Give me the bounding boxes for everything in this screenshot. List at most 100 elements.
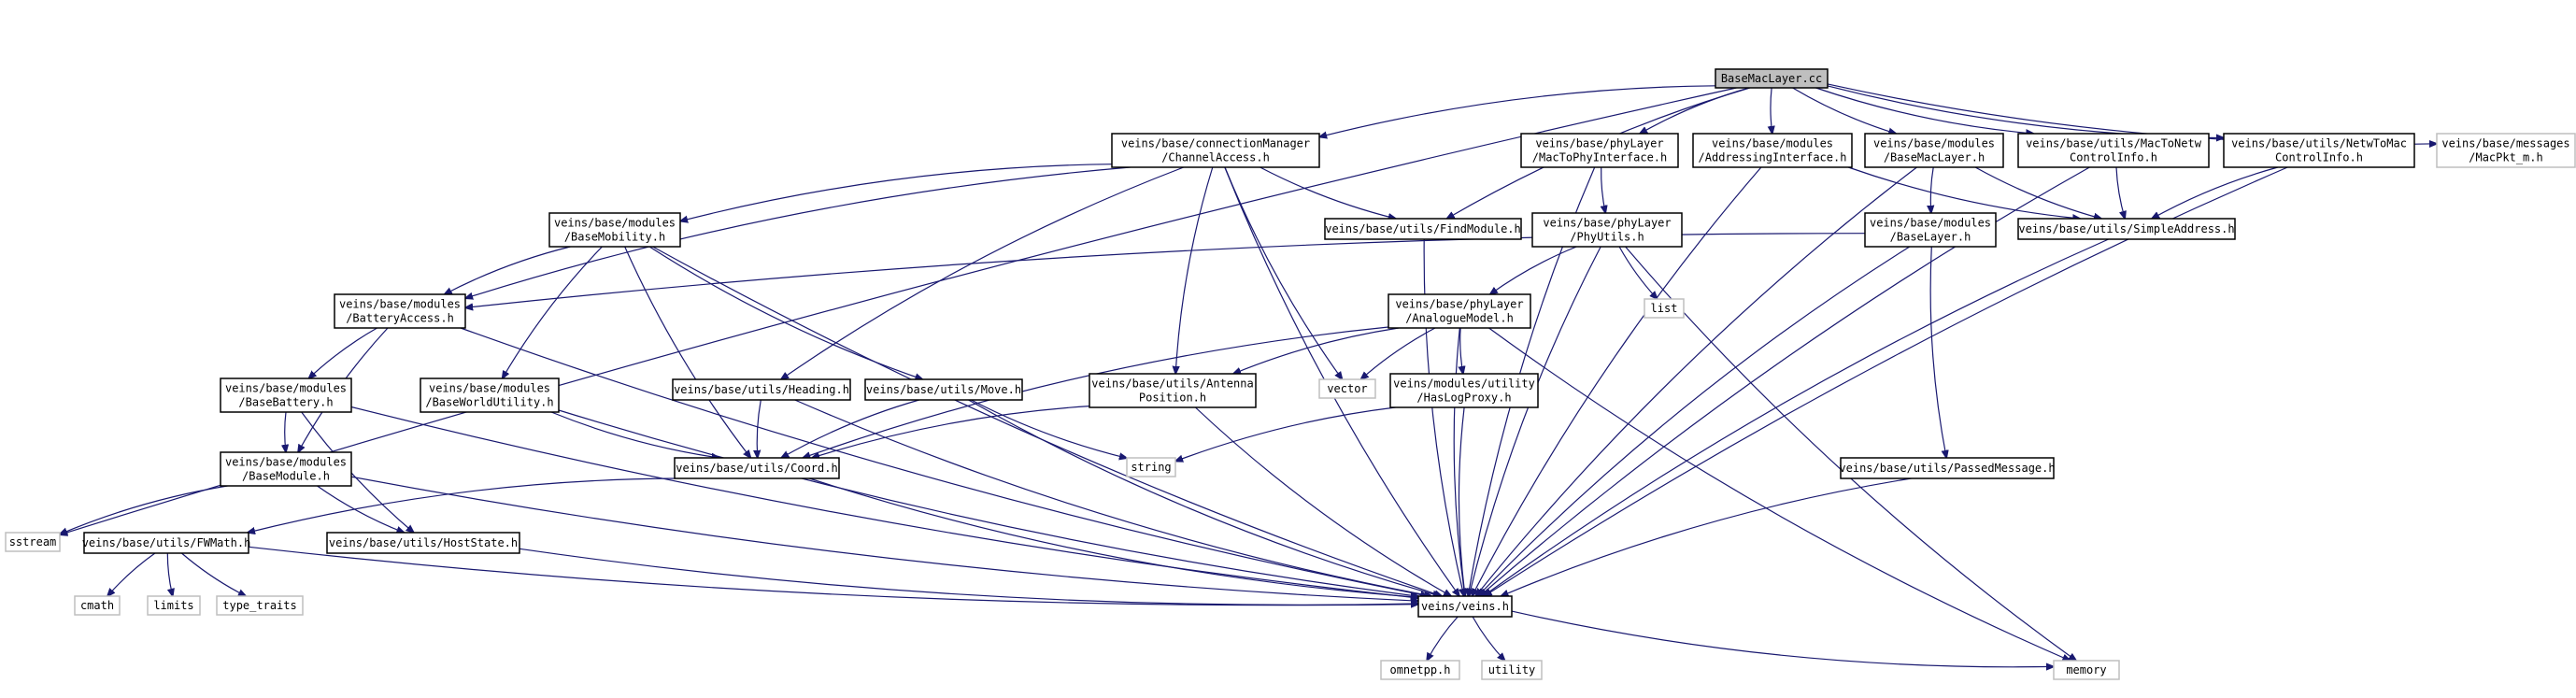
node-box-netwtomac — [2223, 133, 2415, 168]
edge-haslog-to-string — [1175, 406, 1396, 462]
node-label-memory-line-0: memory — [2066, 663, 2106, 677]
node-chanacc[interactable]: veins/base/connectionManager/ChannelAcce… — [1111, 133, 1320, 168]
node-label-hoststate-line-0: veins/base/utils/HostState.h — [329, 536, 518, 549]
node-label-sstream-line-0: sstream — [9, 535, 57, 548]
edge-basemaclayer-to-veins — [1475, 166, 1917, 596]
node-coord[interactable]: veins/base/utils/Coord.h — [674, 457, 840, 479]
node-vector: vector — [1318, 378, 1376, 399]
node-hoststate[interactable]: veins/base/utils/HostState.h — [326, 532, 520, 554]
node-findmod[interactable]: veins/base/utils/FindModule.h — [1324, 218, 1522, 240]
edge-basemaclayer-to-simpleaddr — [1974, 166, 2101, 219]
node-label-battacc-line-1: /BatteryAccess.h — [346, 312, 454, 325]
node-utility: utility — [1481, 660, 1543, 680]
node-list: list — [1644, 298, 1685, 319]
edge-basemodule-to-sstream — [60, 485, 228, 534]
node-box-antenna — [1089, 373, 1257, 408]
node-label-mactophy-line-1: /MacToPhyInterface.h — [1532, 151, 1668, 164]
node-baselayer[interactable]: veins/base/modules/BaseLayer.h — [1864, 212, 1997, 248]
edge-move-to-veins — [968, 399, 1441, 596]
node-memory: memory — [2053, 660, 2120, 680]
node-baseworld[interactable]: veins/base/modules/BaseWorldUtility.h — [420, 377, 560, 413]
node-battacc[interactable]: veins/base/modules/BatteryAccess.h — [334, 293, 466, 329]
edge-fwmath-to-veins — [248, 546, 1418, 605]
node-box-mactonetw — [2017, 133, 2210, 168]
node-label-chanacc-line-1: /ChannelAccess.h — [1161, 151, 1270, 164]
node-label-vector-line-0: vector — [1327, 382, 1367, 395]
edge-root-to-chanacc — [1319, 85, 1716, 137]
node-box-addrif — [1692, 133, 1853, 168]
node-root[interactable]: BaseMacLayer.cc — [1715, 68, 1829, 89]
edge-root-to-addrif — [1771, 87, 1772, 134]
edge-battacc-to-basebattery — [308, 327, 377, 378]
edge-fwmath-to-limits — [167, 552, 173, 596]
node-mactophy[interactable]: veins/base/phyLayer/MacToPhyInterface.h — [1520, 133, 1679, 168]
edge-fwmath-to-typetraits — [181, 552, 246, 596]
node-box-limits — [147, 595, 201, 616]
node-box-list — [1644, 298, 1685, 319]
edge-phyutils-to-memory — [1625, 246, 2077, 661]
edge-chanacc-to-basemobility — [680, 164, 1113, 221]
edge-haslog-to-veins — [1458, 406, 1465, 596]
node-box-basemodule — [220, 451, 352, 487]
node-box-basemobility — [548, 212, 681, 248]
node-string: string — [1126, 457, 1176, 477]
node-fwmath[interactable]: veins/base/utils/FWMath.h — [82, 532, 251, 554]
edge-chanacc-to-findmod — [1260, 166, 1396, 219]
node-phyutils[interactable]: veins/base/phyLayer/PhyUtils.h — [1531, 212, 1683, 248]
edge-phyutils-to-veins — [1469, 246, 1601, 596]
node-label-basemobility-line-1: /BaseMobility.h — [564, 231, 665, 244]
node-heading[interactable]: veins/base/utils/Heading.h — [672, 378, 851, 401]
node-label-basemobility-line-0: veins/base/modules — [554, 217, 676, 230]
node-box-basebattery — [220, 377, 352, 413]
node-passedmsg[interactable]: veins/base/utils/PassedMessage.h — [1839, 457, 2056, 479]
node-label-netwtomac-line-1: ControlInfo.h — [2275, 151, 2363, 164]
edge-analogue-to-haslog — [1460, 327, 1463, 374]
node-label-passedmsg-line-0: veins/base/utils/PassedMessage.h — [1839, 462, 2055, 475]
node-basemobility[interactable]: veins/base/modules/BaseMobility.h — [548, 212, 681, 248]
node-label-mactophy-line-0: veins/base/phyLayer — [1535, 137, 1663, 150]
node-label-macpkt-line-0: veins/base/messages — [2441, 137, 2569, 150]
node-label-basemaclayer-line-1: /BaseMacLayer.h — [1884, 151, 1985, 164]
node-label-antenna-line-1: Position.h — [1139, 392, 1206, 405]
edge-basemobility-to-battacc — [445, 246, 571, 294]
node-box-typetraits — [216, 595, 304, 616]
node-label-veins-line-0: veins/veins.h — [1421, 600, 1509, 613]
node-box-findmod — [1324, 218, 1522, 240]
node-label-netwtomac-line-0: veins/base/utils/NetwToMac — [2231, 137, 2407, 150]
node-label-phyutils-line-0: veins/base/phyLayer — [1543, 217, 1671, 230]
node-label-analogue-line-1: /AnalogueModel.h — [1405, 312, 1514, 325]
node-addrif[interactable]: veins/base/modules/AddressingInterface.h — [1692, 133, 1853, 168]
node-basebattery[interactable]: veins/base/modules/BaseBattery.h — [220, 377, 352, 413]
edge-baselayer-to-veins — [1478, 246, 1911, 596]
node-label-phyutils-line-1: /PhyUtils.h — [1570, 231, 1644, 244]
node-box-heading — [672, 378, 851, 401]
node-box-simpleaddr — [2017, 218, 2236, 240]
edge-analogue-to-memory — [1488, 327, 2071, 661]
edge-addrif-to-simpleaddr — [1848, 166, 2080, 219]
node-box-phyutils — [1531, 212, 1683, 248]
node-haslog[interactable]: veins/modules/utility/HasLogProxy.h — [1389, 373, 1539, 408]
edge-phyutils-to-list — [1618, 246, 1658, 299]
node-basemaclayer[interactable]: veins/base/modules/BaseMacLayer.h — [1864, 133, 2004, 168]
node-move[interactable]: veins/base/utils/Move.h — [864, 378, 1023, 401]
node-basemodule[interactable]: veins/base/modules/BaseModule.h — [220, 451, 352, 487]
node-box-battacc — [334, 293, 466, 329]
edge-analogue-to-veins — [1453, 327, 1465, 596]
node-label-haslog-line-1: /HasLogProxy.h — [1416, 392, 1511, 405]
node-label-coord-line-0: veins/base/utils/Coord.h — [676, 462, 837, 475]
node-box-vector — [1318, 378, 1376, 399]
node-analogue[interactable]: veins/base/phyLayer/AnalogueModel.h — [1388, 293, 1531, 329]
node-label-battacc-line-0: veins/base/modules — [339, 298, 461, 311]
edge-veins-to-utility — [1472, 616, 1505, 661]
node-simpleaddr[interactable]: veins/base/utils/SimpleAddress.h — [2017, 218, 2236, 240]
edge-root-to-mactonetw — [1815, 87, 2034, 134]
node-label-simpleaddr-line-0: veins/base/utils/SimpleAddress.h — [2018, 222, 2234, 235]
node-veins[interactable]: veins/veins.h — [1417, 595, 1513, 618]
node-box-hoststate — [326, 532, 520, 554]
node-label-move-line-0: veins/base/utils/Move.h — [866, 383, 1021, 396]
node-label-limits-line-0: limits — [153, 599, 193, 612]
edge-veins-to-memory — [1511, 610, 2054, 667]
